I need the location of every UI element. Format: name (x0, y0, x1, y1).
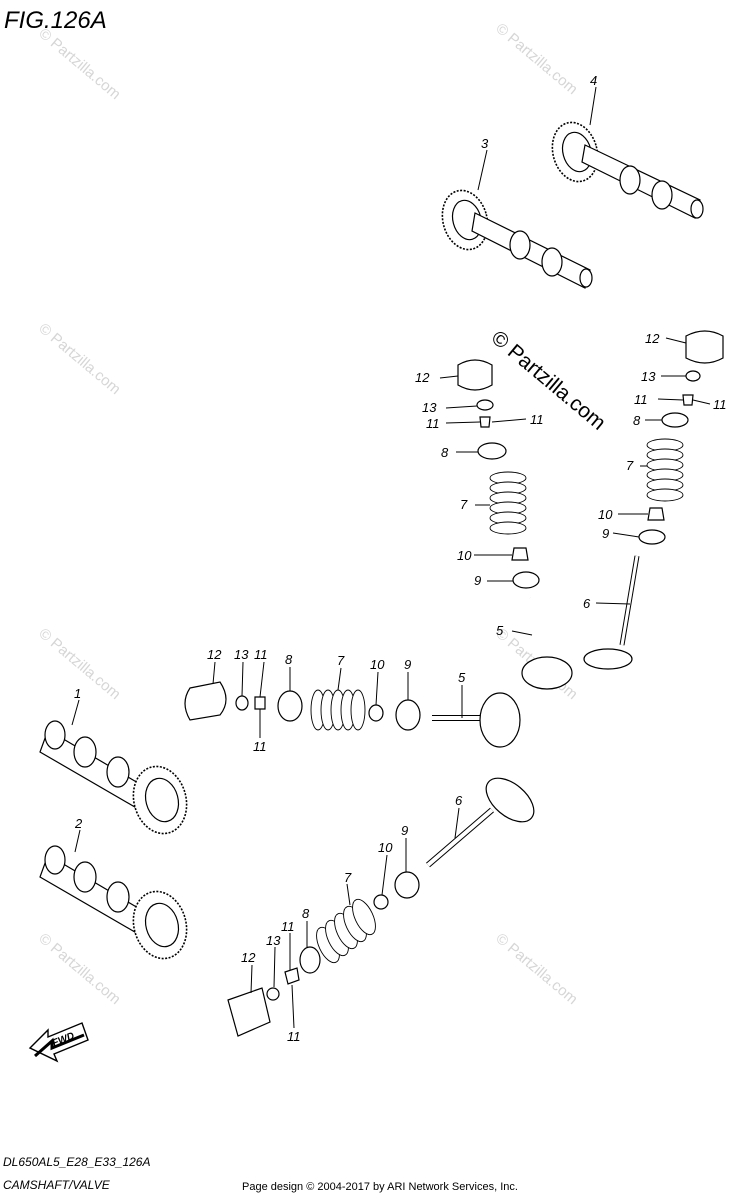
section-name: CAMSHAFT/VALVE (3, 1178, 111, 1192)
callout-12[interactable]: 12 (241, 950, 256, 965)
callout-12[interactable]: 12 (645, 331, 660, 346)
callouts: 4 3 1 2 12 13 11 11 8 7 10 9 5 12 13 11 … (74, 73, 727, 1044)
valve-spring-7[interactable] (312, 896, 380, 966)
spring-seat-9[interactable] (512, 571, 540, 589)
callout-8[interactable]: 8 (441, 445, 449, 460)
callout-1[interactable]: 1 (74, 686, 81, 701)
callout-7[interactable]: 7 (337, 653, 345, 668)
callout-7[interactable]: 7 (460, 497, 468, 512)
footer-copyright: Page design © 2004-2017 by ARI Network S… (242, 1181, 518, 1193)
camshaft-1[interactable] (39, 720, 194, 840)
watermark-text: © Partzilla.com (35, 25, 123, 103)
camshaft-4[interactable] (546, 117, 704, 219)
shim-13[interactable] (476, 399, 494, 411)
callout-11[interactable]: 11 (253, 739, 267, 754)
tappet-12[interactable] (457, 359, 493, 391)
stem-seal-10[interactable] (511, 547, 529, 561)
callout-10[interactable]: 10 (598, 507, 613, 522)
watermark-text: © Partzilla.com (35, 320, 123, 398)
watermark-text: © Partzilla.com (492, 20, 580, 98)
callout-7[interactable]: 7 (344, 870, 352, 885)
callout-13[interactable]: 13 (266, 933, 281, 948)
callout-11[interactable]: 11 (426, 416, 440, 431)
callout-3[interactable]: 3 (481, 136, 489, 151)
callout-12[interactable]: 12 (415, 370, 430, 385)
stem-seal-10[interactable] (373, 894, 389, 910)
tappet-12[interactable] (184, 681, 227, 721)
callout-8[interactable]: 8 (285, 652, 293, 667)
callout-2[interactable]: 2 (74, 816, 83, 831)
camshaft-2[interactable] (39, 845, 194, 965)
callout-10[interactable]: 10 (457, 548, 472, 563)
callout-5[interactable]: 5 (458, 670, 466, 685)
callout-9[interactable]: 9 (401, 823, 408, 838)
callout-13[interactable]: 13 (422, 400, 437, 415)
cotter-11[interactable] (284, 967, 300, 985)
watermark-text-main: © Partzilla.com (487, 326, 610, 435)
fwd-arrow-icon: FWD (28, 1022, 89, 1063)
spring-seat-9[interactable] (638, 529, 666, 545)
tappet-12[interactable] (685, 330, 724, 364)
callout-12[interactable]: 12 (207, 647, 222, 662)
callout-13[interactable]: 13 (234, 647, 249, 662)
shim-13[interactable] (685, 370, 701, 382)
cotter-11[interactable] (682, 394, 694, 406)
callout-6[interactable]: 6 (583, 596, 591, 611)
callout-11[interactable]: 11 (281, 919, 295, 934)
callout-5[interactable]: 5 (496, 623, 504, 638)
valve-spring-7[interactable] (489, 471, 527, 535)
model-code: DL650AL5_E28_E33_126A (3, 1155, 150, 1169)
leader-lines (71, 86, 711, 1029)
figure-title: FIG.126A (4, 7, 107, 34)
valve-5[interactable] (432, 692, 521, 748)
retainer-8[interactable] (277, 690, 303, 722)
stem-seal-10[interactable] (368, 704, 384, 722)
callout-11[interactable]: 11 (530, 412, 544, 427)
callout-10[interactable]: 10 (370, 657, 385, 672)
tappet-12[interactable] (227, 987, 271, 1037)
valve-6[interactable] (426, 770, 542, 868)
retainer-8[interactable] (477, 442, 507, 460)
callout-13[interactable]: 13 (641, 369, 656, 384)
callout-10[interactable]: 10 (378, 840, 393, 855)
spring-seat-9[interactable] (395, 699, 421, 731)
callout-8[interactable]: 8 (633, 413, 641, 428)
callout-9[interactable]: 9 (474, 573, 481, 588)
callout-11[interactable]: 11 (287, 1029, 301, 1044)
shim-13[interactable] (266, 987, 280, 1001)
retainer-8[interactable] (661, 412, 689, 428)
camshaft-3[interactable] (436, 185, 593, 289)
shim-13[interactable] (235, 695, 249, 711)
watermark-group: © Partzilla.com © Partzilla.com © Partzi… (35, 20, 610, 1008)
valve-assembly-c (184, 681, 521, 748)
callout-9[interactable]: 9 (602, 526, 609, 541)
cotter-11[interactable] (479, 416, 491, 428)
valve-assembly-d (227, 770, 542, 1037)
retainer-8[interactable] (299, 946, 321, 974)
callout-11[interactable]: 11 (713, 397, 727, 412)
callout-11[interactable]: 11 (634, 392, 648, 407)
callout-11[interactable]: 11 (254, 647, 268, 662)
valve-spring-7[interactable] (310, 689, 366, 731)
valve-6[interactable] (583, 555, 640, 670)
callout-8[interactable]: 8 (302, 906, 310, 921)
watermark-text: © Partzilla.com (492, 930, 580, 1008)
spring-seat-9[interactable] (394, 871, 420, 899)
valve-5[interactable] (521, 597, 573, 690)
callout-7[interactable]: 7 (626, 458, 634, 473)
callout-6[interactable]: 6 (455, 793, 463, 808)
valve-spring-7[interactable] (646, 438, 684, 502)
callout-9[interactable]: 9 (404, 657, 411, 672)
watermark-text: © Partzilla.com (35, 930, 123, 1008)
stem-seal-10[interactable] (647, 507, 665, 521)
valve-assembly-b (583, 330, 724, 670)
callout-4[interactable]: 4 (590, 73, 597, 88)
valve-assembly-a (457, 359, 573, 690)
cotter-11[interactable] (254, 696, 266, 710)
